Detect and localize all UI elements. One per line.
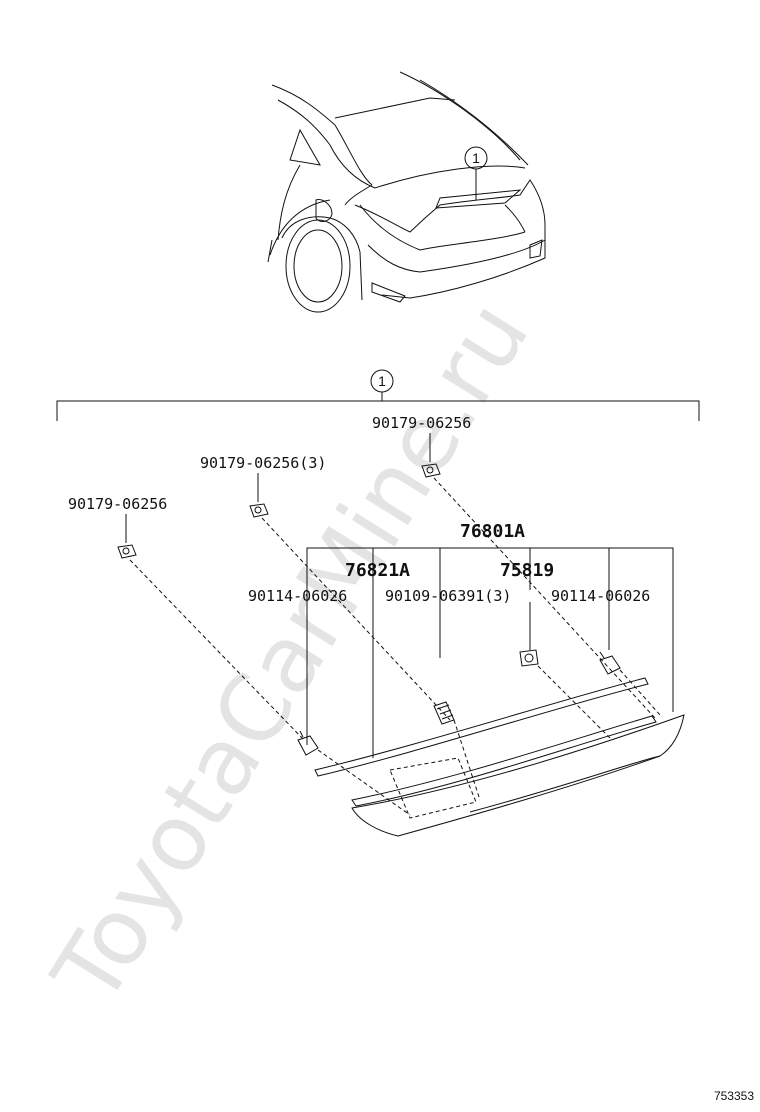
watermark-text: ToyotaCarMine.ru (32, 283, 549, 1022)
label-garnish-assy: 76801A (460, 521, 525, 542)
car-rear-illustration: 1 (267, 71, 546, 313)
label-clip-a: 90114-06026 (248, 587, 347, 605)
car-callout-number: 1 (472, 150, 480, 166)
clip-part-b (599, 651, 621, 675)
clip-part-middle (249, 503, 269, 518)
clip-part-right (421, 463, 441, 478)
clip-part-a (297, 730, 319, 756)
assembly-callout-number: 1 (378, 373, 386, 389)
emblem-clip-part (519, 649, 539, 667)
assembly-bracket: 1 (56, 369, 700, 421)
label-clip-right: 90179-06256 (372, 414, 471, 432)
garnish-molding-strip (314, 677, 649, 777)
garnish-bracket (306, 547, 674, 758)
assembly-leaders (129, 477, 661, 819)
back-door-garnish (351, 714, 685, 837)
label-stud: 90109-06391(3) (385, 587, 511, 605)
label-clip-left: 90179-06256 (68, 495, 167, 513)
label-clip-middle: 90179-06256(3) (200, 454, 326, 472)
clip-part-left (117, 544, 137, 559)
garnish-upper-strip (351, 715, 657, 807)
reference-number: 753353 (714, 1089, 754, 1103)
label-garnish-sub: 76821A (345, 560, 410, 581)
label-emblem: 75819 (500, 560, 554, 581)
label-clip-b: 90114-06026 (551, 587, 650, 605)
